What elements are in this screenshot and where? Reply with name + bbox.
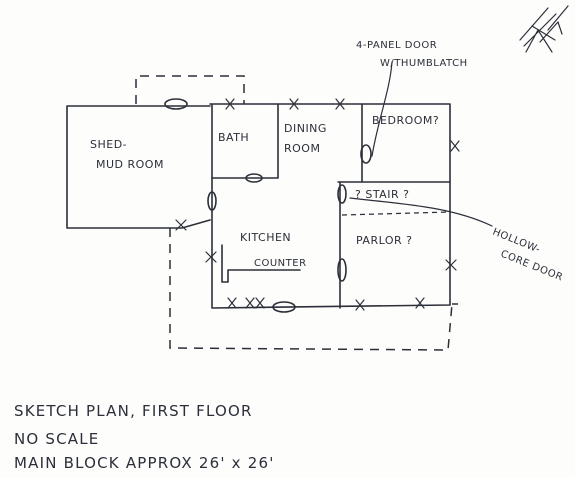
porch-outline-top [135,75,245,104]
door-kitchen-south [272,301,296,313]
door-parlor [337,258,347,282]
window-x [415,297,425,309]
label-bath: BATH [218,131,249,144]
door-symbols [164,98,372,313]
window-x [175,219,187,231]
window-x [245,297,255,309]
label-shed-1: SHED- [90,138,127,151]
window-x [255,297,265,309]
label-counter: COUNTER [254,258,307,269]
label-dining-1: DINING [284,122,327,135]
north-arrow-icon [519,5,569,53]
caption-size: MAIN BLOCK APPROX 26' x 26' [14,454,275,472]
note-door-2: W/THUMBLATCH [380,58,468,69]
door-note-leader [371,61,393,157]
window-x [445,259,457,271]
caption-scale: NO SCALE [14,430,100,448]
door-stair [337,184,347,204]
note-hollow-1: HOLLOW- [491,227,542,256]
window-x [225,98,235,110]
note-door-1: 4-PANEL DOOR [356,40,437,51]
window-x [289,98,299,110]
window-x [335,98,345,110]
label-shed-2: MUD ROOM [96,158,164,171]
door-bedroom [360,144,372,164]
stair-parlor-line [341,211,451,216]
bath-walls [211,103,279,179]
window-x [227,297,237,309]
kitchen-counter-line [221,244,301,283]
label-parlor: PARLOR ? [356,234,412,247]
window-x [355,299,365,311]
door-bath [245,173,263,183]
label-kitchen: KITCHEN [240,231,291,244]
window-marks [175,98,460,311]
label-stair: ? STAIR ? [355,188,409,201]
door-kitchen-west [207,191,217,211]
caption-title: SKETCH PLAN, FIRST FLOOR [14,402,253,420]
door-shed-north [164,98,188,110]
label-dining-2: ROOM [284,142,320,155]
window-x [205,251,217,263]
main-block-walls [209,103,451,309]
hollow-note-leader [349,197,493,227]
window-x [450,140,460,152]
note-hollow-2: CORE DOOR [499,249,565,284]
foundation-outline [169,228,458,351]
label-bedroom: BEDROOM? [372,114,439,127]
